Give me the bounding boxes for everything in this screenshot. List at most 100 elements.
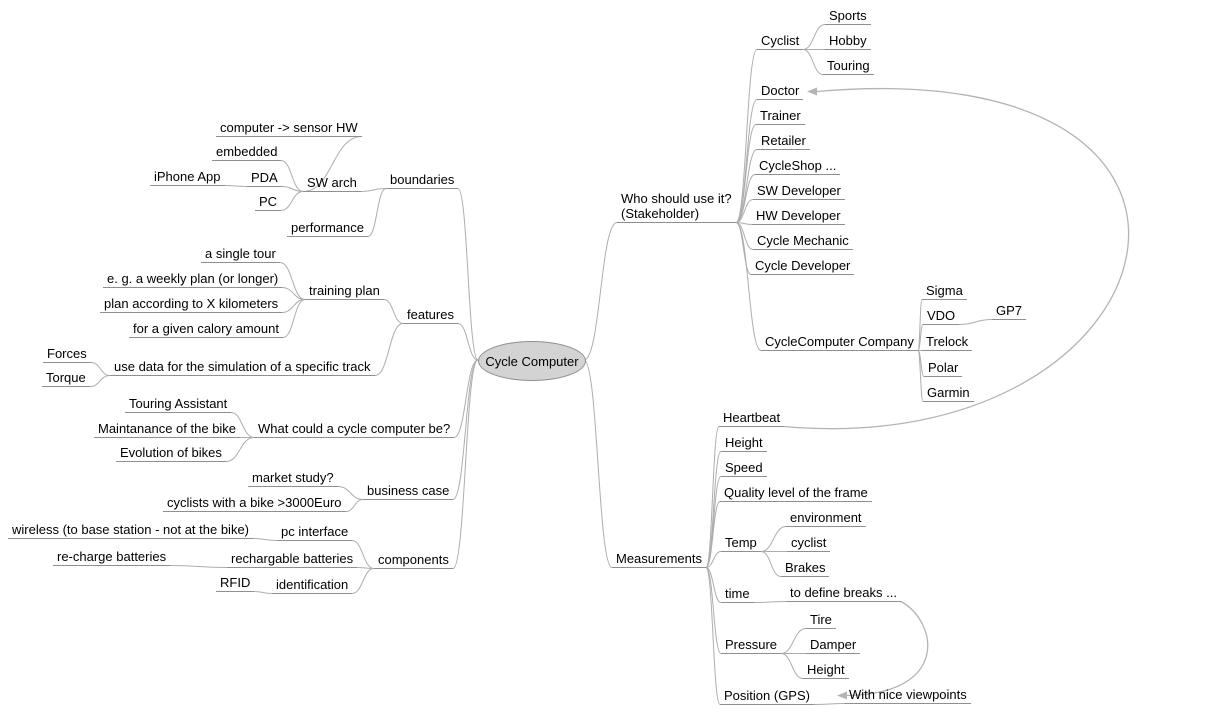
edge-height-pressure	[780, 653, 804, 679]
node-pda[interactable]: PDA	[247, 170, 282, 187]
node-doctor[interactable]: Doctor	[757, 83, 804, 100]
edge-cyclist	[735, 49, 758, 223]
node-time[interactable]: time	[721, 586, 754, 603]
node-quality-frame[interactable]: Quality level of the frame	[720, 485, 872, 502]
node-wireless[interactable]: wireless (to base station - not at the b…	[8, 522, 254, 539]
node-business-case[interactable]: business case	[363, 483, 454, 500]
node-pc[interactable]: PC	[255, 194, 282, 211]
node-forces[interactable]: Forces	[43, 346, 91, 363]
edge-weekly-plan	[281, 287, 306, 300]
edge-cc-company	[735, 222, 762, 351]
node-computer-sensor-hw[interactable]: computer -> sensor HW	[216, 120, 362, 137]
edge-evolution	[225, 437, 255, 462]
edge-heartbeat	[705, 426, 720, 568]
edge-stakeholder	[583, 222, 618, 361]
node-cycle-mechanic[interactable]: Cycle Mechanic	[753, 233, 853, 250]
node-heartbeat[interactable]: Heartbeat	[719, 410, 785, 427]
node-torque[interactable]: Torque	[42, 370, 90, 387]
node-cc-company[interactable]: CycleComputer Company	[761, 334, 918, 351]
node-what-could[interactable]: What could a cycle computer be?	[254, 421, 455, 438]
node-evolution[interactable]: Evolution of bikes	[116, 445, 226, 462]
node-cyclists-3000[interactable]: cyclists with a bike >3000Euro	[163, 495, 346, 512]
node-vdo[interactable]: VDO	[923, 308, 960, 325]
node-sw-arch[interactable]: SW arch	[303, 175, 361, 192]
node-performance[interactable]: performance	[287, 220, 368, 237]
node-simulation[interactable]: use data for the simulation of a specifi…	[110, 359, 375, 376]
node-hw-developer[interactable]: HW Developer	[752, 208, 845, 225]
node-identification[interactable]: identification	[272, 577, 353, 594]
node-recharge[interactable]: re-charge batteries	[53, 549, 171, 566]
node-trelock[interactable]: Trelock	[922, 334, 973, 351]
edge-environment	[760, 526, 787, 552]
node-height[interactable]: Height	[721, 435, 767, 452]
edge-business-case	[452, 359, 479, 500]
node-market-study[interactable]: market study?	[248, 470, 338, 487]
node-polar[interactable]: Polar	[924, 360, 963, 377]
node-boundaries[interactable]: boundaries	[386, 172, 459, 189]
node-sigma[interactable]: Sigma	[922, 283, 967, 300]
node-hobby[interactable]: Hobby	[825, 33, 871, 50]
node-features[interactable]: features	[403, 307, 458, 324]
node-viewpoints[interactable]: With nice viewpoints	[845, 687, 971, 704]
node-gp7[interactable]: GP7	[992, 303, 1027, 320]
node-root[interactable]: Cycle Computer	[478, 341, 586, 381]
node-garmin[interactable]: Garmin	[923, 385, 974, 402]
edge-brakes	[760, 551, 782, 577]
node-single-tour[interactable]: a single tour	[201, 246, 280, 263]
node-cyclist-temp[interactable]: cyclist	[787, 535, 831, 552]
edge-sw-arch	[360, 188, 387, 192]
node-calory[interactable]: for a given calory amount	[129, 321, 283, 338]
node-height-pressure[interactable]: Height	[803, 662, 849, 679]
edge-touring	[802, 49, 824, 75]
node-damper[interactable]: Damper	[806, 637, 861, 654]
edge-what-could	[453, 359, 479, 438]
edge-simulation	[374, 323, 404, 376]
node-pressure[interactable]: Pressure	[721, 637, 782, 654]
edge-pc	[280, 191, 304, 211]
edge-pc-interface	[351, 540, 375, 569]
node-trainer[interactable]: Trainer	[756, 108, 805, 125]
edge-single-tour	[279, 262, 306, 300]
node-cyclist[interactable]: Cyclist	[757, 33, 804, 50]
node-environment[interactable]: environment	[786, 510, 866, 527]
node-stakeholder[interactable]: Who should use it? (Stakeholder)	[617, 191, 736, 223]
node-speed[interactable]: Speed	[721, 460, 767, 477]
node-sw-developer[interactable]: SW Developer	[753, 183, 845, 200]
edge-boundaries	[457, 188, 479, 361]
edge-calory	[282, 299, 306, 338]
edge-trainer	[735, 124, 757, 223]
node-iphone-app[interactable]: iPhone App	[150, 169, 225, 186]
node-touring[interactable]: Touring	[823, 58, 874, 75]
node-cycle-developer[interactable]: Cycle Developer	[751, 258, 855, 275]
node-embedded[interactable]: embedded	[212, 144, 282, 161]
node-measurements[interactable]: Measurements	[612, 551, 706, 568]
node-training-plan[interactable]: training plan	[305, 283, 384, 300]
edge-rfid	[253, 591, 273, 594]
node-retailer[interactable]: Retailer	[757, 133, 810, 150]
edge-viewpoints	[813, 703, 846, 705]
edge-training-plan	[383, 299, 404, 324]
edge-tire	[780, 628, 807, 654]
node-touring-assistant[interactable]: Touring Assistant	[125, 396, 232, 413]
node-pc-interface[interactable]: pc interface	[277, 524, 353, 541]
node-components[interactable]: components	[374, 552, 453, 569]
node-sports[interactable]: Sports	[825, 8, 871, 25]
node-cycleshop[interactable]: CycleShop ...	[755, 158, 841, 175]
node-x-kilometers[interactable]: plan according to X kilometers	[100, 296, 283, 313]
node-define-breaks[interactable]: to define breaks ...	[786, 585, 901, 602]
node-tire[interactable]: Tire	[806, 612, 836, 629]
node-rfid[interactable]: RFID	[216, 575, 255, 592]
node-maintanance[interactable]: Maintanance of the bike	[94, 421, 241, 438]
node-weekly-plan[interactable]: e. g. a weekly plan (or longer)	[103, 271, 283, 288]
edge-market-study	[337, 486, 364, 500]
edge-performance	[367, 188, 387, 237]
link-heartbeat-doctor	[783, 87, 1130, 430]
node-rechargable[interactable]: rechargable batteries	[227, 551, 358, 568]
edge-embedded	[280, 160, 304, 192]
edge-temp	[705, 551, 722, 568]
node-position-gps[interactable]: Position (GPS)	[720, 688, 814, 705]
node-brakes[interactable]: Brakes	[781, 560, 830, 577]
node-temp[interactable]: Temp	[721, 535, 761, 552]
